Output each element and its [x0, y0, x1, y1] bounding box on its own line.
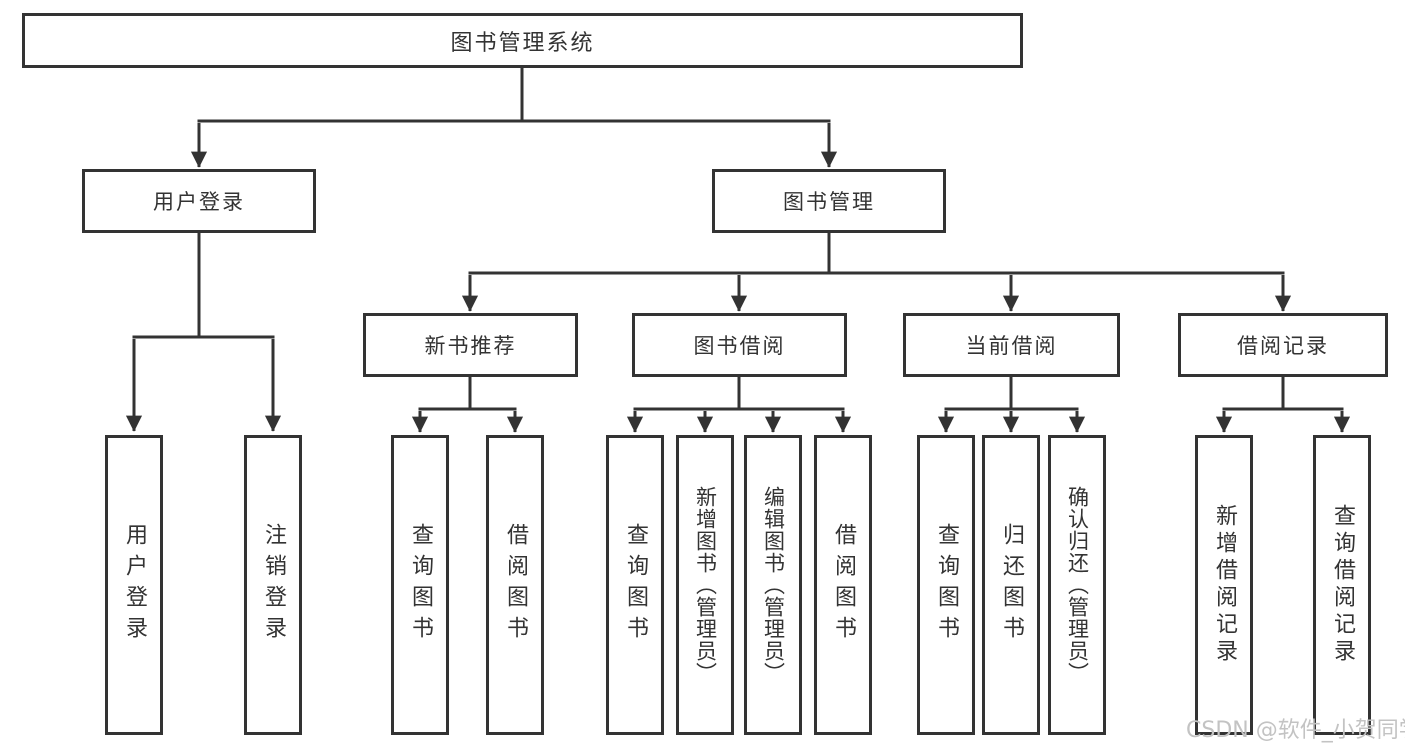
- leaf-user-login: 用户登录: [105, 435, 163, 735]
- leaf-add-book-admin: 新增图书（管理员）: [676, 435, 734, 735]
- node-library-system: 图书管理系统: [22, 13, 1023, 68]
- leaf-query-borrow-record: 查询借阅记录: [1313, 435, 1371, 735]
- tree-branch-lines: [132, 66, 1344, 411]
- node-label: 查询图书: [623, 523, 648, 647]
- leaf-query-books-current: 查询图书: [917, 435, 975, 735]
- node-label: 编辑图书（管理员）: [761, 486, 786, 684]
- node-label: 用户登录: [122, 523, 147, 647]
- node-label: 查询借阅记录: [1330, 504, 1355, 666]
- node-book-borrowing: 图书借阅: [632, 313, 847, 377]
- leaf-borrow-books-recommend: 借阅图书: [486, 435, 544, 735]
- node-new-book-recommendation: 新书推荐: [363, 313, 578, 377]
- csdn-watermark: CSDN @软件_小贺同学: [1186, 718, 1405, 743]
- node-label: 新增借阅记录: [1212, 504, 1237, 666]
- node-user-login: 用户登录: [82, 169, 316, 233]
- leaf-confirm-return-admin: 确认归还（管理员）: [1048, 435, 1106, 735]
- node-label: 确认归还（管理员）: [1065, 486, 1090, 684]
- node-book-management: 图书管理: [712, 169, 946, 233]
- leaf-add-borrow-record: 新增借阅记录: [1195, 435, 1253, 735]
- node-label: 注销登录: [261, 523, 286, 647]
- node-label: 当前借阅: [965, 334, 1058, 358]
- leaf-return-books: 归还图书: [982, 435, 1040, 735]
- node-label: 借阅图书: [503, 523, 528, 647]
- node-label: 新增图书（管理员）: [693, 486, 718, 684]
- node-borrowing-records: 借阅记录: [1178, 313, 1388, 377]
- node-current-borrowing: 当前借阅: [903, 313, 1120, 377]
- node-label: 归还图书: [999, 523, 1024, 647]
- leaf-logout: 注销登录: [244, 435, 302, 735]
- node-label: 新书推荐: [424, 334, 517, 358]
- node-label: 图书管理系统: [450, 30, 595, 56]
- leaf-query-books-recommend: 查询图书: [391, 435, 449, 735]
- leaf-query-books-borrowing: 查询图书: [606, 435, 664, 735]
- leaf-edit-book-admin: 编辑图书（管理员）: [744, 435, 802, 735]
- node-label: 查询图书: [408, 523, 433, 647]
- node-label: 借阅记录: [1237, 334, 1329, 358]
- node-label: 图书借阅: [693, 334, 786, 358]
- node-label: 用户登录: [153, 190, 245, 214]
- node-label: 查询图书: [934, 523, 959, 647]
- leaf-borrow-books-borrowing: 借阅图书: [814, 435, 872, 735]
- node-label: 借阅图书: [831, 523, 856, 647]
- node-label: 图书管理: [783, 190, 875, 214]
